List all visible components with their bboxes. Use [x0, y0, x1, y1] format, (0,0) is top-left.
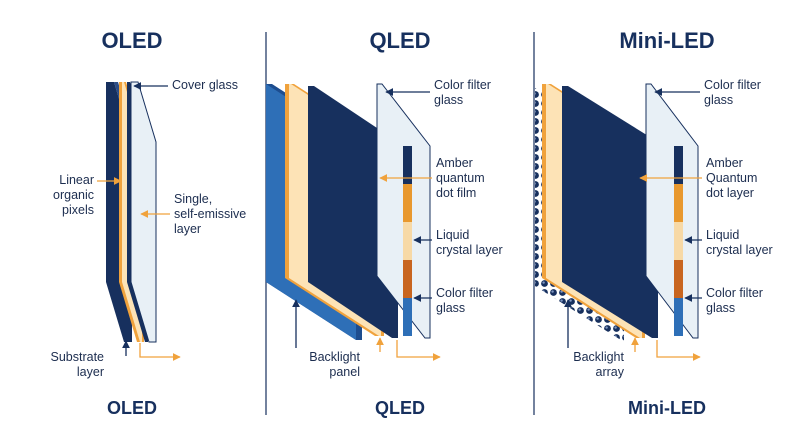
miniled-color-filter-glass — [645, 83, 699, 339]
label-cover-glass: Cover glass — [172, 78, 238, 92]
qled-stack — [266, 83, 431, 340]
label-miniled-backlight: Backlight array — [573, 350, 624, 379]
label-qled-liquid-crystal: Liquid crystal layer — [436, 228, 503, 257]
qled-filter-strip-brown — [403, 260, 412, 298]
qled-liquid-crystal-back — [308, 86, 398, 338]
miniled-footer: Mini-LED — [628, 398, 706, 418]
label-linear-pixels: Linear organic pixels — [53, 173, 94, 217]
oled-stack — [106, 81, 157, 343]
label-qled-qd-film: Amber quantum dot film — [436, 156, 485, 200]
qled-filter-strip-blue — [403, 298, 412, 336]
arrow-miniled-output — [656, 340, 701, 361]
qled-filter-strip-light — [403, 222, 412, 260]
miniled-filter-strip-brown — [674, 260, 683, 298]
miniled-filter-strip-light — [674, 222, 683, 260]
label-qled-color-filter-bottom: Color filter glass — [436, 286, 493, 315]
miniled-liquid-crystal-back — [562, 86, 658, 338]
miniled-stack — [535, 83, 699, 342]
label-qled-color-filter-top: Color filter glass — [434, 78, 491, 107]
qled-filter-strip-orange — [403, 184, 412, 222]
label-miniled-qd-layer: Amber Quantum dot layer — [706, 156, 758, 200]
arrow-qled-output — [396, 340, 441, 361]
label-qled-backlight: Backlight panel — [309, 350, 360, 379]
miniled-filter-strip-orange — [674, 184, 683, 222]
miniled-filter-strip-blue — [674, 298, 683, 336]
miniled-title: Mini-LED — [619, 28, 715, 53]
label-miniled-color-filter-bottom: Color filter glass — [706, 286, 763, 315]
label-single-layer: Single, self-emissive layer — [174, 192, 247, 236]
label-miniled-color-filter-top: Color filter glass — [704, 78, 761, 107]
oled-footer: OLED — [106, 398, 157, 418]
label-miniled-liquid-crystal: Liquid crystal layer — [706, 228, 773, 257]
arrow-oled-output — [139, 343, 181, 361]
qled-title: QLED — [369, 28, 431, 53]
oled-title: OLED — [101, 28, 163, 53]
qled-footer: QLED — [374, 398, 425, 418]
label-substrate: Substrate layer — [50, 350, 104, 379]
qled-filter-strip-navy — [403, 146, 412, 184]
miniled-filter-strip-navy — [674, 146, 683, 184]
